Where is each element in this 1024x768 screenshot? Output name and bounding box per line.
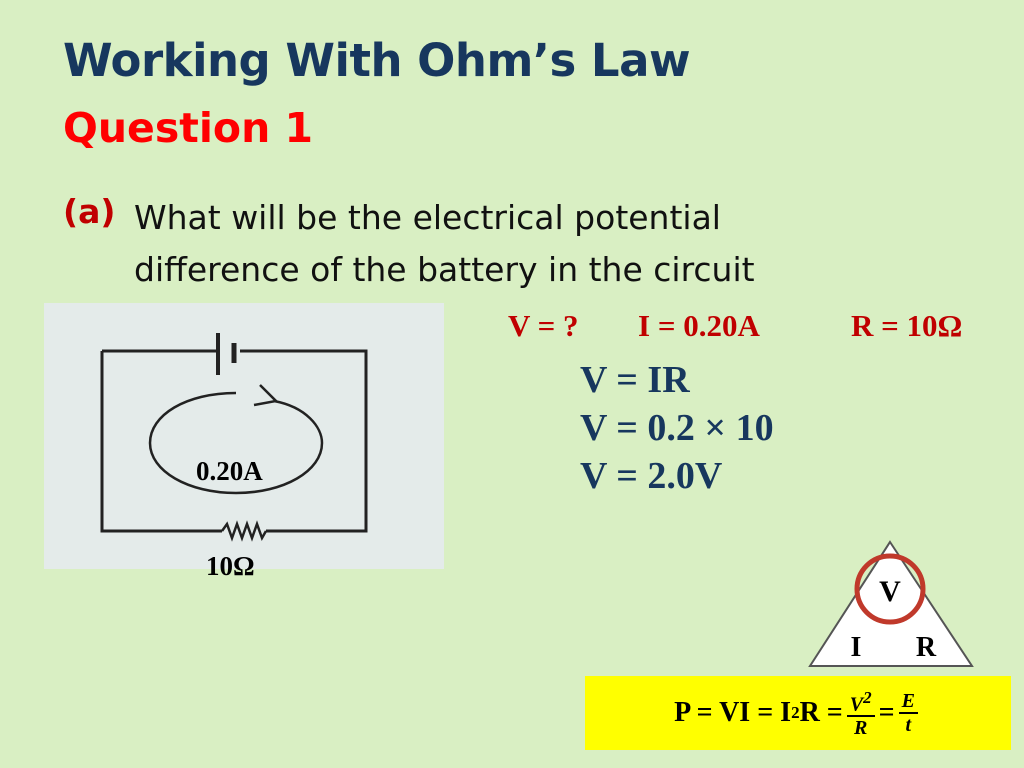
fraction-2-numerator: E [898,690,918,714]
formula-sup-1: 2 [791,703,800,722]
given-voltage: V = ? [508,308,579,343]
solution-step-3: V = 2.0V [580,455,723,497]
current-arrow-head [253,384,279,407]
triangle-v: V [879,575,901,608]
triangle-i: I [851,632,862,663]
given-current: I = 0.20A [638,308,760,343]
current-label: 0.20A [196,456,263,486]
vir-triangle: V I R [808,540,974,667]
resistor-zigzag [220,520,268,542]
solution-step-1: V = IR [580,359,690,401]
question-line-1: What will be the electrical potential [134,198,721,237]
circuit-drawing: 0.20A [100,333,368,542]
current-loop [148,391,324,495]
given-resistance: R = 10Ω [851,308,963,343]
slide-subtitle: Question 1 [63,104,314,152]
formula-part-2: R = [799,697,843,728]
question-line-2: difference of the battery in the circuit [134,250,755,289]
fraction-1-num-text: V [849,693,864,716]
triangle-r: R [916,632,937,663]
voltage-circle [854,553,926,625]
fraction-1-numerator: V2 [846,687,875,718]
formula-equals: = [878,697,895,728]
solution-step-2: V = 0.2 × 10 [580,407,774,449]
circuit-wire-bottom-left [100,351,222,533]
resistor-label: 10Ω [206,551,255,581]
fraction-e-over-t: E t [898,690,918,736]
circuit-wire-top-right [240,349,368,533]
fraction-1-sup: 2 [863,687,872,707]
fraction-v-squared-over-r: V2 R [846,687,875,740]
circuit-diagram: 0.20A [44,303,444,569]
formula-part-1: P = VI = I [674,697,792,728]
slide-title: Working With Ohm’s Law [63,34,691,87]
triangle-shape [808,540,974,667]
solution-steps: V = IR V = 0.2 × 10 V = 2.0V [580,356,774,500]
question-label: (a) [63,192,116,231]
question-text: What will be the electrical potential di… [134,192,894,296]
fraction-1-denominator: R [854,717,868,740]
fraction-2-denominator: t [905,714,912,736]
